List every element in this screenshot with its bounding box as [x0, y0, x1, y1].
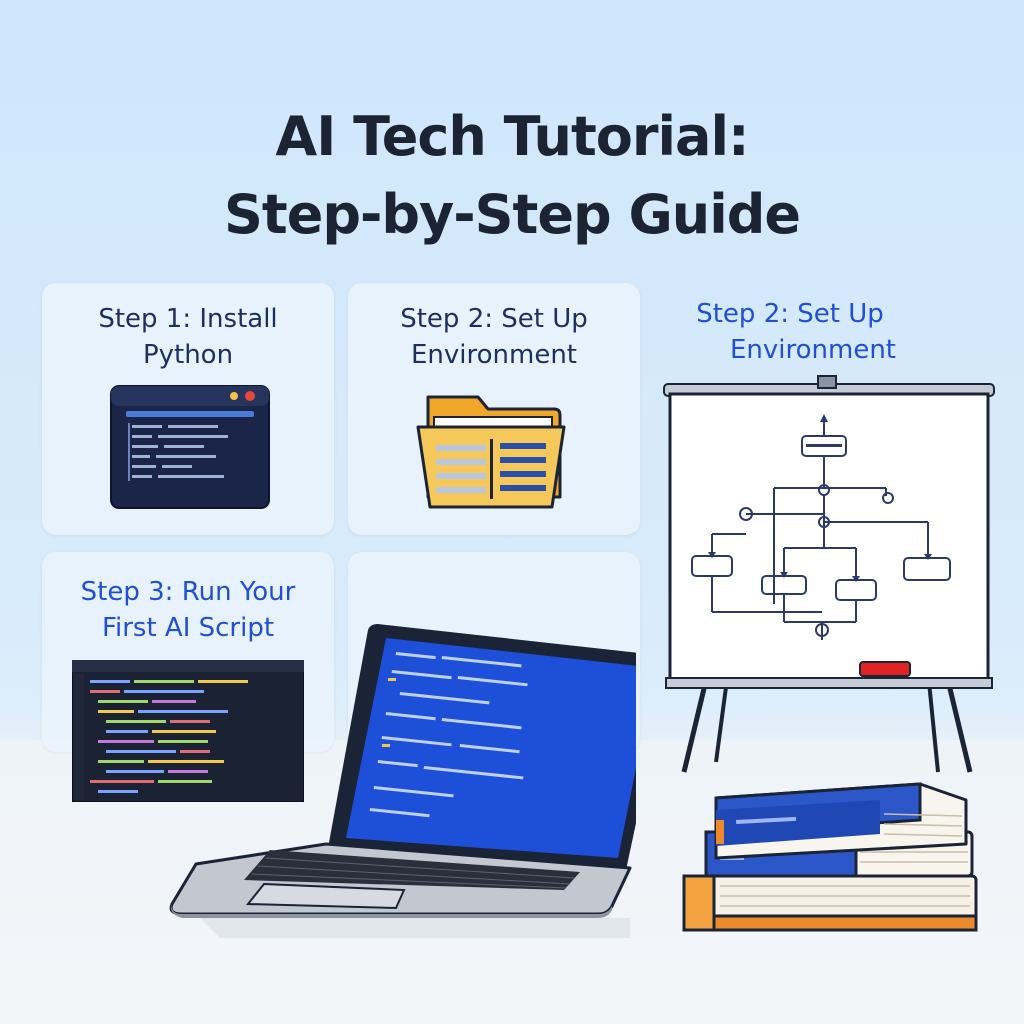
laptop-icon [169, 624, 636, 938]
code-editor-icon [72, 660, 304, 802]
step-card-1: Step 1: Install Python [42, 283, 334, 535]
page-title: AI Tech Tutorial: Step-by-Step Guide [0, 98, 1024, 254]
book-stack-icon [682, 782, 978, 932]
terminal-window-icon [110, 385, 270, 509]
step-3-label: Step 3: Run Your First AI Script [80, 577, 296, 643]
title-line-1: AI Tech Tutorial: [275, 105, 749, 168]
flowchart-whiteboard-icon [663, 375, 995, 773]
folder-icon [416, 395, 566, 509]
step-1-label: Step 1: Install Python [98, 304, 278, 370]
step-card-2: Step 2: Set Up Environment [348, 283, 640, 535]
step-2-whiteboard-label: Step 2: Set Up Environment [696, 299, 897, 365]
title-line-2: Step-by-Step Guide [224, 183, 801, 246]
step-2-label: Step 2: Set Up Environment [400, 304, 588, 370]
